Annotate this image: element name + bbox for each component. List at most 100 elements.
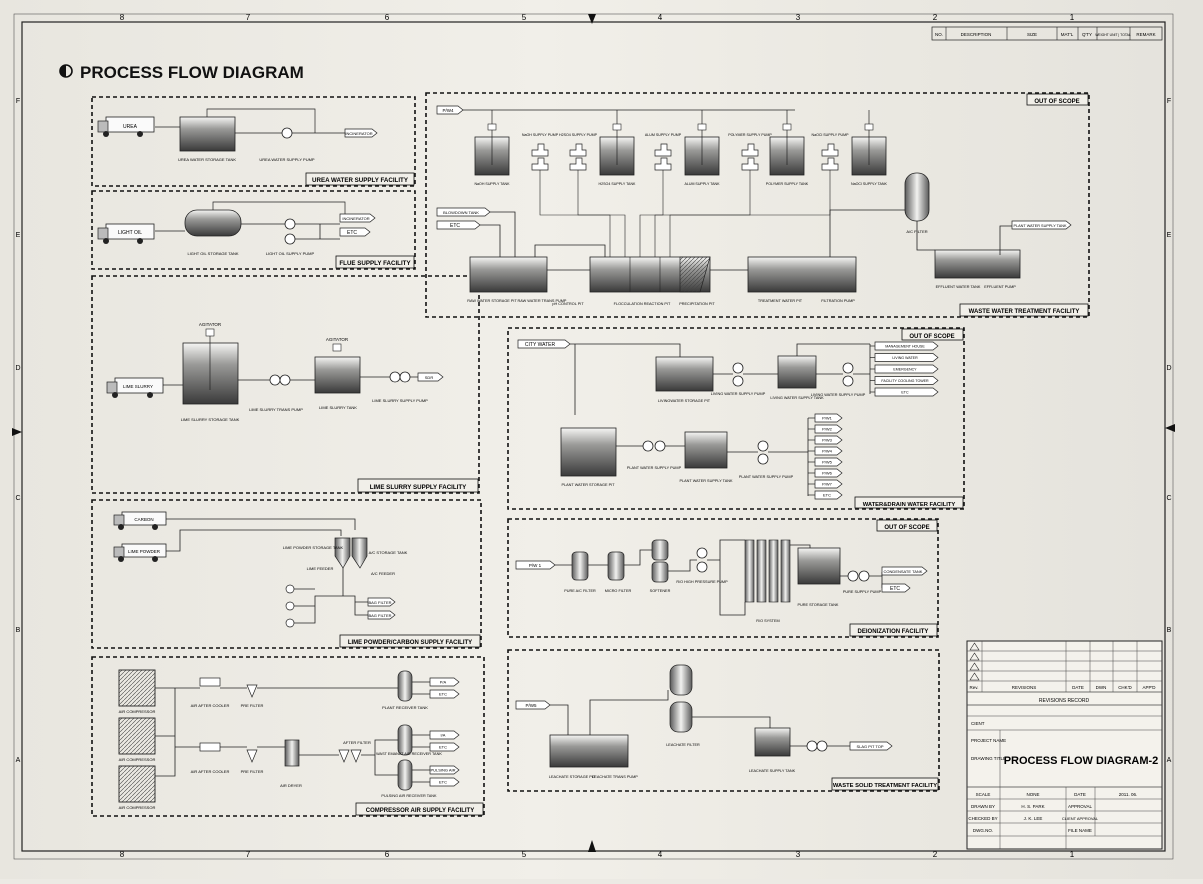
plant-pump1-label: PLANT WATER SUPPLY PUMP: [627, 466, 682, 470]
plant-water-storage-pit: [561, 428, 616, 476]
powder-feeder2-label: A/C FEEDER: [371, 571, 395, 576]
plant-dest-4: P/W5: [815, 458, 842, 466]
living-dest-1: LIVING WATER: [875, 354, 938, 362]
top-zone-1: 1: [1070, 13, 1075, 22]
living-dest-1-label: LIVING WATER: [892, 356, 918, 360]
plant-tank-label: PLANT WATER SUPPLY TANK: [679, 479, 732, 483]
bottom-zone-2: 2: [933, 850, 938, 859]
rev-col-dwn: DWN: [1096, 685, 1107, 690]
air-dest-3-label: ETC: [439, 745, 447, 750]
blowdown-label: BLOWDOWN TANK: [443, 210, 479, 215]
top-zone-8: 8: [120, 13, 125, 22]
chem-tank-4: NaOCl SUPPLY TANK: [851, 110, 887, 186]
air-tank2-label: WAST EMANAT AIR RECEIVER TANK: [376, 752, 442, 756]
lime-slurry-tank: [315, 357, 360, 393]
air-dest-2: I/A: [430, 731, 459, 739]
powder-tank1-label: LIME POWDER STORAGE TANK: [283, 545, 344, 550]
leach-source-label: P/W5: [525, 703, 536, 708]
living-dest-0-label: MANAGEMENT HOUSE: [885, 345, 925, 349]
compressor3-label: AIR COMPRESSOR: [119, 805, 156, 810]
powder-title: LIME POWDER/CARBON SUPPLY FACILITY: [348, 640, 472, 646]
chem-pump-label-2: ALUM SUPPLY PUMP: [645, 133, 682, 137]
leach-title: WASTE SOLID TREATMENT FACILITY: [833, 783, 937, 789]
title-block: Rev. REVISIONS DATE DWN CHK'D APP'D REVI…: [967, 641, 1162, 849]
compressor-air-supply-facility: AIR COMPRESSOR AIR COMPRESSOR AIR COMPRE…: [92, 657, 484, 816]
right-zone-C: C: [1166, 495, 1171, 502]
top-zone-7: 7: [246, 13, 251, 22]
deion-source-label: P/W 1: [529, 563, 542, 568]
air-dest-4-label: PULSING AIR: [430, 768, 455, 773]
left-zone-F: F: [16, 98, 20, 105]
chem-tank-label-3: POLYMER SUPPLY TANK: [766, 182, 809, 186]
living-water-supply-tank: [778, 356, 816, 388]
wwt-pw-label: P/W4: [442, 108, 453, 113]
deion-label-5: PURE STORAGE TANK: [798, 603, 839, 607]
plant-dest-3: P/W4: [815, 447, 842, 455]
rev-col-rev: Rev.: [970, 685, 979, 690]
chem-pump-label-1: H2SO4 SUPPLY PUMP: [559, 133, 598, 137]
leachate-storage-pit: [550, 735, 628, 767]
lime-dest-label: SDR: [425, 375, 434, 380]
bottom-zone-3: 3: [796, 850, 801, 859]
living-storage-label: LIVINGWATER STORAGE PIT: [658, 399, 711, 403]
parts-col-size: SIZE: [1027, 32, 1037, 37]
urea-pump-label: UREA WATER SUPPLY PUMP: [259, 157, 315, 162]
parts-col-remark: REMARK: [1136, 32, 1155, 37]
right-zone-B: B: [1167, 627, 1172, 634]
right-zone-A: A: [1167, 757, 1172, 764]
parts-col-material: MAT'L: [1061, 32, 1074, 37]
living-water-storage-pit: [656, 357, 713, 391]
drawn-by-value: H. S. PARK: [1021, 804, 1044, 809]
lime-tank1-label: LIME SLURRY STORAGE TANK: [181, 417, 240, 422]
plant-dest-2: P/W3: [815, 436, 842, 444]
urea-truck-label: UREA: [123, 124, 138, 130]
chem-pump-label-4: NaOCl SUPPLY PUMP: [811, 133, 849, 137]
city-scope-label: OUT OF SCOPE: [909, 334, 954, 340]
scale-label: SCALE: [976, 792, 991, 797]
treatment-water-pit: [748, 257, 856, 292]
living-dest-4-label: ETC: [901, 391, 909, 395]
powder-truck1-label: CARBON: [134, 517, 153, 522]
deion-label-1: MICRO FILTER: [605, 589, 632, 593]
plant-dest-4-label: P/W5: [822, 460, 833, 465]
date-label: DATE: [1074, 792, 1086, 797]
light-oil-truck-icon: LIGHT OIL: [98, 224, 154, 244]
left-center-arrow-icon: [12, 428, 22, 436]
checked-by-label: CHECKED BY: [968, 816, 997, 821]
after-filter-label: AFTER FILTER: [343, 740, 371, 745]
plant-dest-2-label: P/W3: [822, 438, 833, 443]
air-destination-tags: P/AETCI/AETCPULSING AIRETC: [430, 678, 459, 786]
project-label: PROJECT NAME: [971, 738, 1006, 743]
date-value: 2011. 06.: [1119, 792, 1137, 797]
air-title: COMPRESSOR AIR SUPPLY FACILITY: [366, 808, 474, 814]
wwt-title: WASTE WATER TREATMENT FACILITY: [969, 309, 1080, 315]
urea-water-supply-facility: UREA UREA WATER STORAGE TANK UREA WATER …: [92, 97, 415, 186]
lime-agitator1-label: AGITATOR: [199, 322, 222, 327]
air-dest-5: ETC: [430, 778, 459, 786]
leach-filter-label: LEACHATE FILTER: [666, 743, 700, 747]
left-zone-C: C: [15, 495, 20, 502]
top-zone-4: 4: [658, 13, 663, 22]
wwt-etc-label: ETC: [450, 223, 460, 229]
ac-storage-silo: [352, 538, 367, 568]
flue-pump-label: LIGHT OIL SUPPLY PUMP: [266, 251, 315, 256]
air-dryer: [285, 740, 299, 766]
effluent-pump-label: EFFLUENT PUMP: [984, 285, 1016, 289]
bottom-zone-5: 5: [522, 850, 527, 859]
pit-label-4: PRECIPITATION PIT: [679, 302, 715, 306]
air-tank3-label: PULSING AIR RECEIVER TANK: [381, 794, 437, 798]
plant-dest-3-label: P/W4: [822, 449, 833, 454]
air-dest-5-label: ETC: [439, 780, 447, 785]
plant-water-supply-tank: [685, 432, 727, 468]
chem-tank-3: POLYMER SUPPLY TANK: [766, 110, 809, 186]
living-dest-2: EMERGENCY: [875, 365, 938, 373]
compressor1-label: AIR COMPRESSOR: [119, 709, 156, 714]
bottom-zone-8: 8: [120, 850, 125, 859]
plant-dest-0-label: P/W1: [822, 416, 833, 421]
top-zone-6: 6: [385, 13, 390, 22]
urea-tank-label: UREA WATER STORAGE TANK: [178, 157, 236, 162]
plant-dest-5-label: P/W6: [822, 471, 833, 476]
effluent-tank-label: EFFLUENT WATER TANK: [936, 285, 981, 289]
pit-label-0: RAW WATER STORAGE PIT: [467, 299, 517, 303]
